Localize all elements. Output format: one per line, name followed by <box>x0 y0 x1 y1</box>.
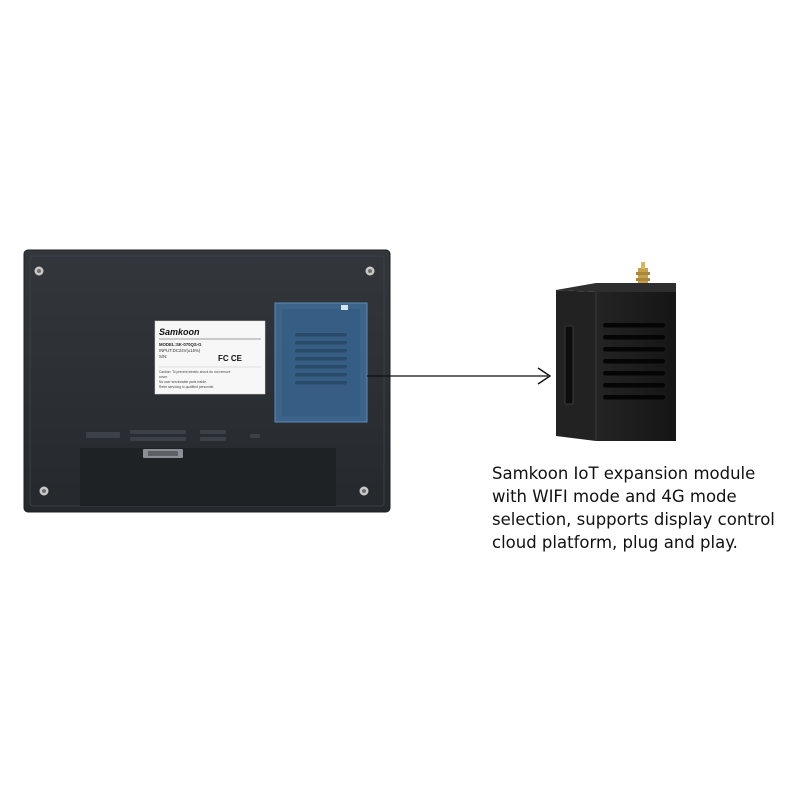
label-caution-1: Caution: To prevent electric shock do no… <box>159 370 231 374</box>
screw-icon <box>359 486 369 496</box>
description-line: selection, supports display control <box>492 510 775 529</box>
antenna-connector-icon <box>636 262 650 284</box>
label-cert: FC CE <box>218 354 243 363</box>
label-sn: S/N: <box>159 354 167 359</box>
screw-icon <box>365 266 375 276</box>
label-caution-3: No user serviceable parts inside. <box>159 380 207 384</box>
hmi-back-panel: Samkoon MODEL:SK-070QS-G INPUT:DC24V(±15… <box>23 249 391 513</box>
module-description: Samkoon IoT expansion module with WIFI m… <box>492 462 792 554</box>
port-markings <box>86 430 260 441</box>
screw-icon <box>34 266 44 276</box>
description-line: Samkoon IoT expansion module <box>492 464 756 483</box>
description-line: with WIFI mode and 4G mode <box>492 487 737 506</box>
vent-slots <box>295 333 347 385</box>
module-slot-highlight <box>274 302 368 423</box>
product-label: Samkoon MODEL:SK-070QS-G INPUT:DC24V(±15… <box>154 320 266 395</box>
iot-module-device <box>556 262 676 441</box>
screw-icon <box>39 486 49 496</box>
arrow-icon <box>367 367 552 385</box>
description-line: cloud platform, plug and play. <box>492 533 738 552</box>
label-brand: Samkoon <box>159 327 200 337</box>
connector-recess <box>80 448 336 506</box>
device-vents <box>603 323 665 400</box>
label-input: INPUT:DC24V(±15%) <box>159 348 201 353</box>
label-caution-2: cover. <box>159 375 168 379</box>
label-caution-4: Refer servicing to qualified personnel. <box>159 385 214 389</box>
label-model: MODEL:SK-070QS-G <box>159 342 202 347</box>
